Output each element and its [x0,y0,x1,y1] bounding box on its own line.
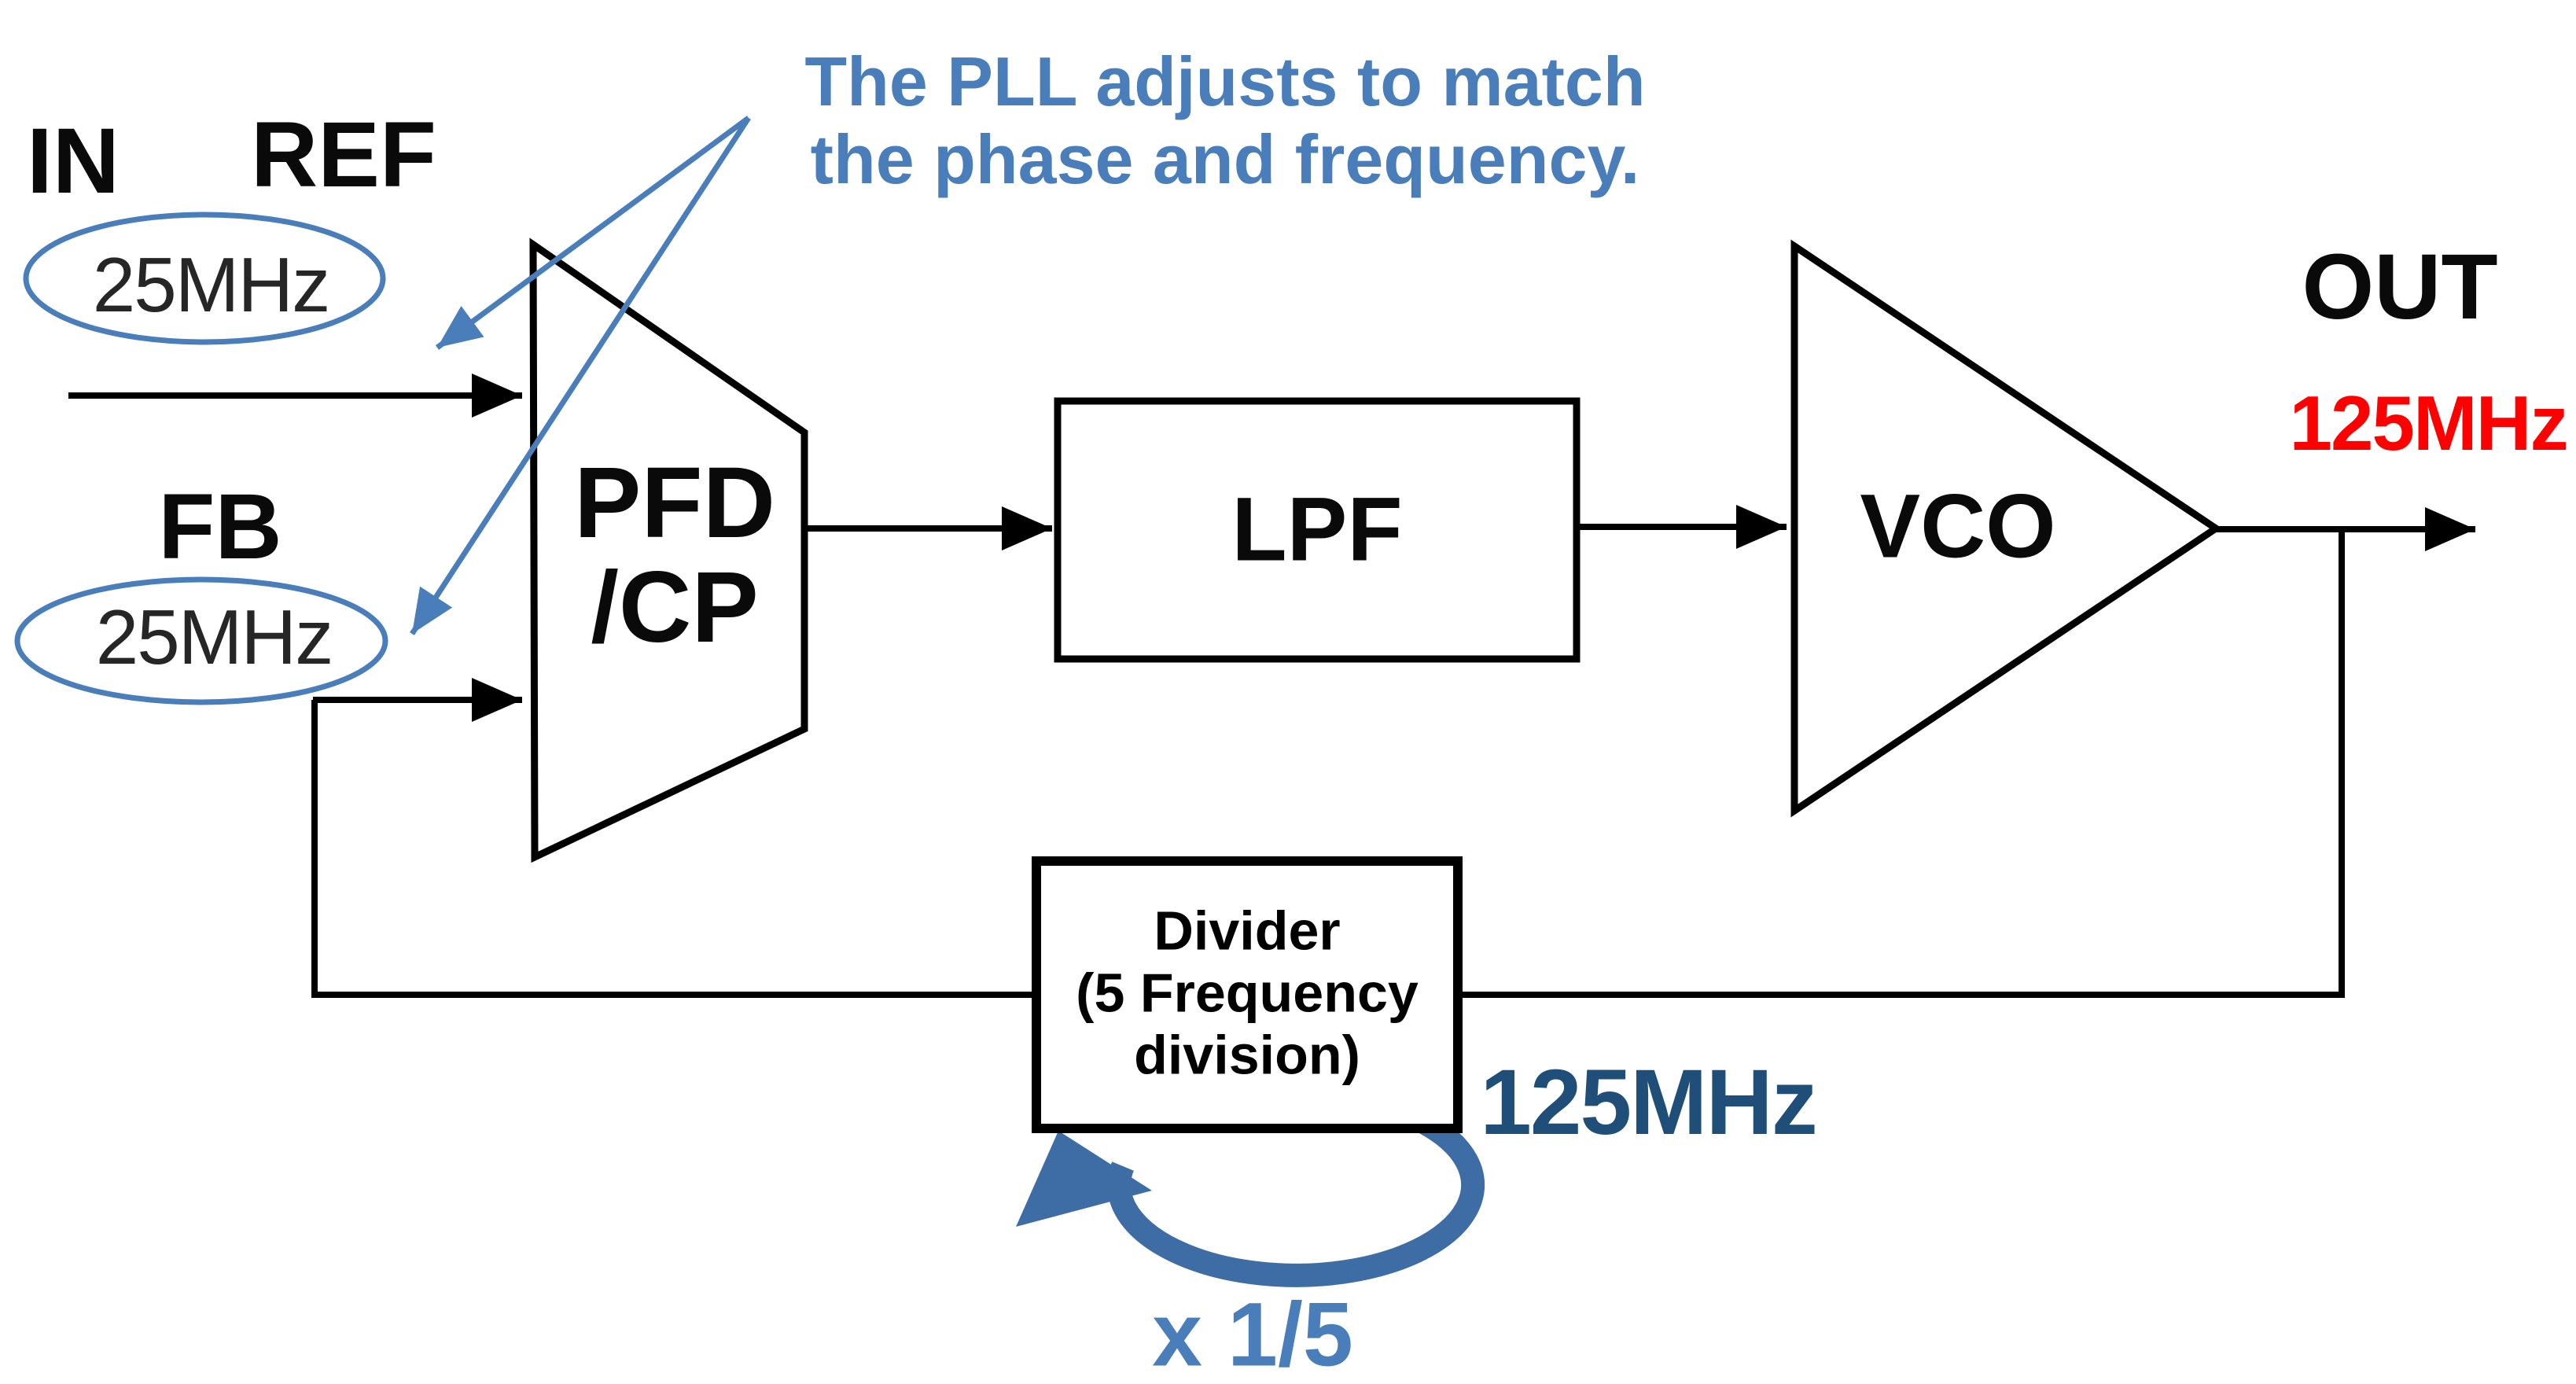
fb-freq-value: 25MHz [95,594,333,680]
vco-label: VCO [1860,476,2056,577]
pfd-label-line1: PFD [574,446,775,559]
ref-label: REF [251,103,436,207]
divider-label-line1: Divider [1154,900,1341,962]
annotation-line1: The PLL adjusts to match [804,42,1646,120]
callout-arrow-to-fb [410,116,751,635]
pfd-cp-label: PFD /CP [574,451,775,660]
annotation-text: The PLL adjusts to match the phase and f… [804,42,1646,198]
pfd-label-line2: /CP [591,551,759,664]
in-label: IN [27,109,120,213]
divide-ratio-label: x 1/5 [1152,1284,1353,1384]
divider-block-box [1032,856,1463,1133]
out-freq-value: 125MHz [2289,380,2569,466]
fb-freq-ellipse [14,576,388,705]
divide-loop-arrowhead-icon [1016,1131,1152,1227]
pfd-cp-block-shape [529,237,808,863]
ref-freq-value: 25MHz [92,241,330,328]
annotation-line2: the phase and frequency. [810,120,1640,198]
fb-label: FB [158,475,282,579]
out-label: OUT [2302,235,2498,339]
divider-label-line2: (5 Frequency [1076,962,1419,1024]
lpf-label: LPF [1231,479,1403,580]
vco-block-shape [1790,239,2223,818]
callout-arrow-to-ref [435,116,751,350]
ref-freq-ellipse [23,212,386,345]
divider-label: Divider (5 Frequency division) [1076,900,1419,1086]
divider-label-line3: division) [1134,1024,1360,1086]
divide-loop-arc [1107,1112,1485,1287]
divider-input-freq: 125MHz [1480,1051,1817,1154]
